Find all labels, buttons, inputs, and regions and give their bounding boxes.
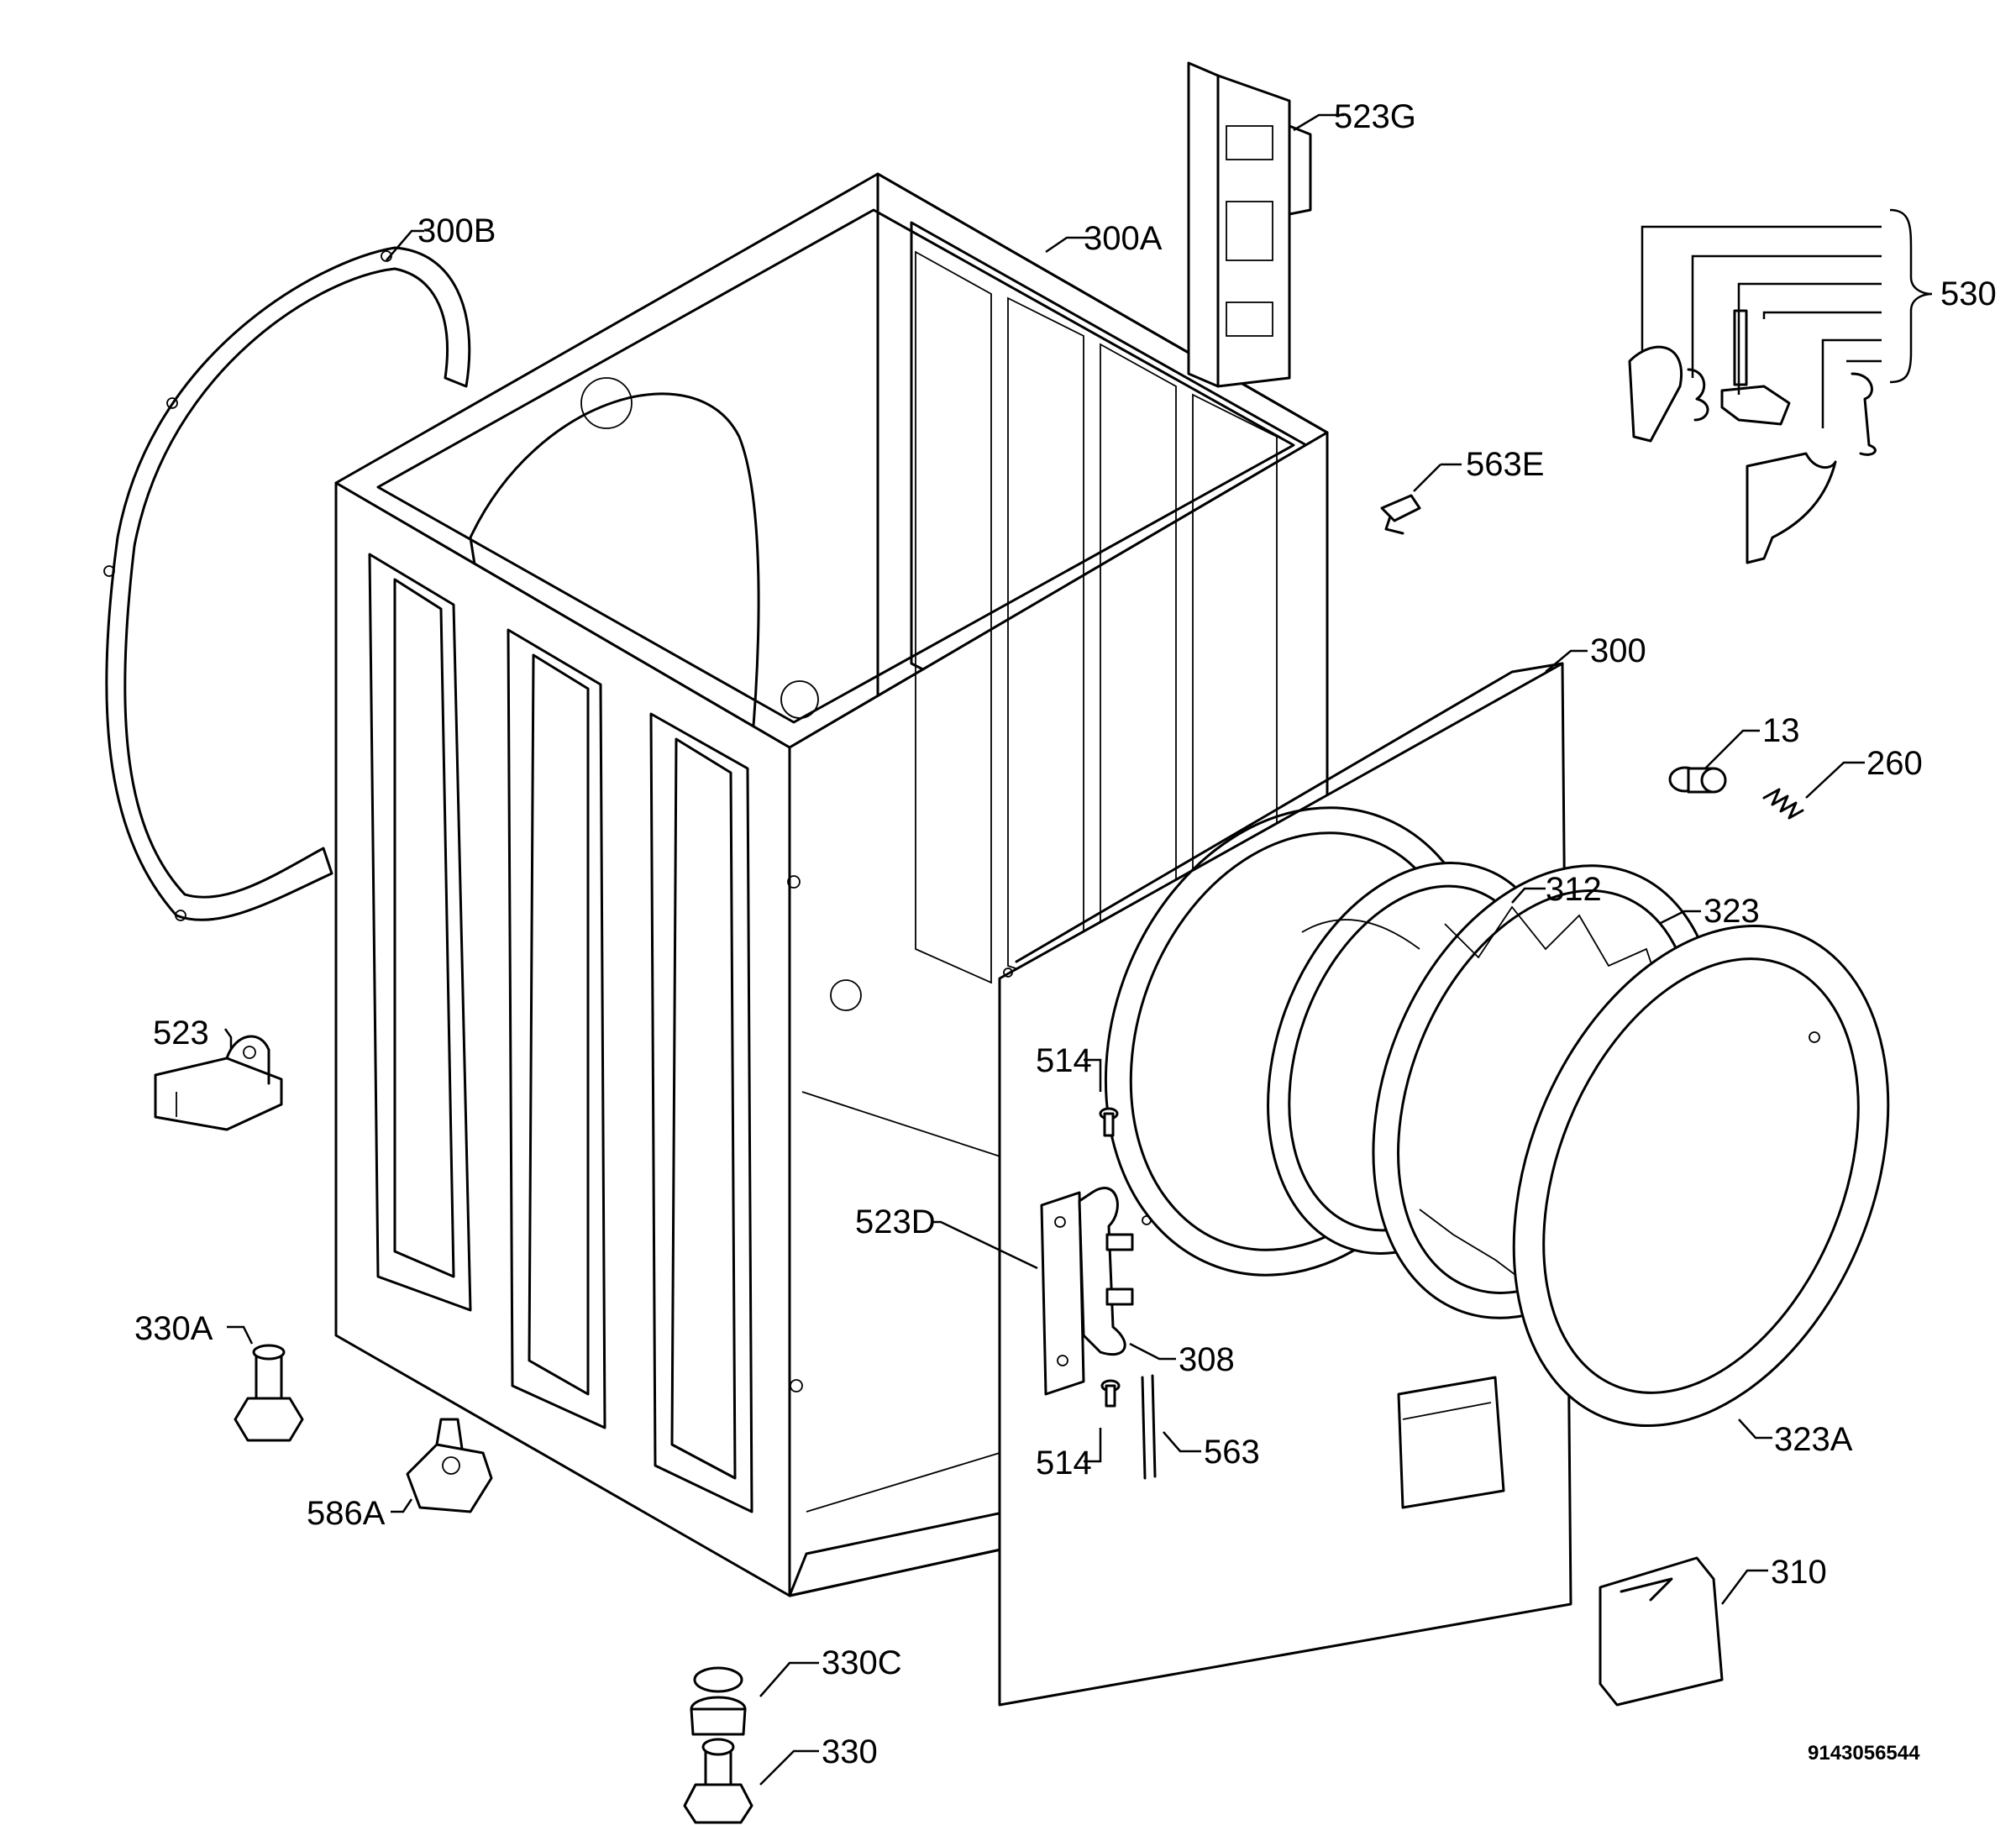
foot-330C (690, 1666, 747, 1736)
label-300B: 300B (417, 212, 496, 249)
hinge-kit-530 (1628, 208, 1933, 564)
label-260: 260 (1866, 745, 1923, 782)
label-300: 300 (1590, 632, 1646, 669)
label-523: 523 (153, 1015, 209, 1051)
pin-514-bottom (1100, 1379, 1121, 1408)
label-323A: 323A (1774, 1421, 1853, 1458)
label-586A: 586A (307, 1495, 386, 1532)
label-523D: 523D (855, 1204, 936, 1240)
hinge-308 (1078, 1187, 1134, 1356)
label-523G: 523G (1334, 98, 1416, 135)
label-308: 308 (1179, 1341, 1235, 1378)
label-330: 330 (822, 1733, 878, 1770)
pin-514-top (1099, 1107, 1119, 1137)
rear-seal-ring-300B (103, 246, 471, 921)
label-330C: 330C (822, 1644, 902, 1681)
label-563E: 563E (1466, 446, 1544, 483)
label-323: 323 (1704, 893, 1760, 930)
bracket-523G (1187, 61, 1312, 388)
label-563: 563 (1204, 1434, 1260, 1471)
hook-563E (1380, 463, 1462, 535)
label-310: 310 (1771, 1554, 1827, 1591)
label-514-bottom: 514 (1036, 1445, 1092, 1482)
label-330A: 330A (134, 1310, 213, 1347)
spring-260 (1762, 788, 1804, 820)
label-312: 312 (1546, 871, 1602, 908)
diagram-code: 9143056544 (1808, 1742, 1920, 1765)
flap-cover-310 (1599, 1556, 1724, 1707)
cabinet-300A (334, 172, 1329, 1597)
label-514-top: 514 (1036, 1042, 1092, 1079)
bracket-586A (406, 1418, 493, 1513)
foot-330A (234, 1344, 304, 1442)
hinge-plate-523D (1040, 1191, 1085, 1396)
clip-523 (154, 1035, 283, 1131)
label-530: 530 (1940, 275, 1997, 312)
bushing-13 (1668, 766, 1727, 794)
leader-lines (223, 113, 1865, 1786)
label-13: 13 (1762, 712, 1800, 749)
rod-563 (1141, 1374, 1157, 1480)
foot-330 (683, 1738, 753, 1824)
door-outer-ring-323A (1512, 924, 1890, 1428)
label-300A: 300A (1084, 220, 1163, 257)
